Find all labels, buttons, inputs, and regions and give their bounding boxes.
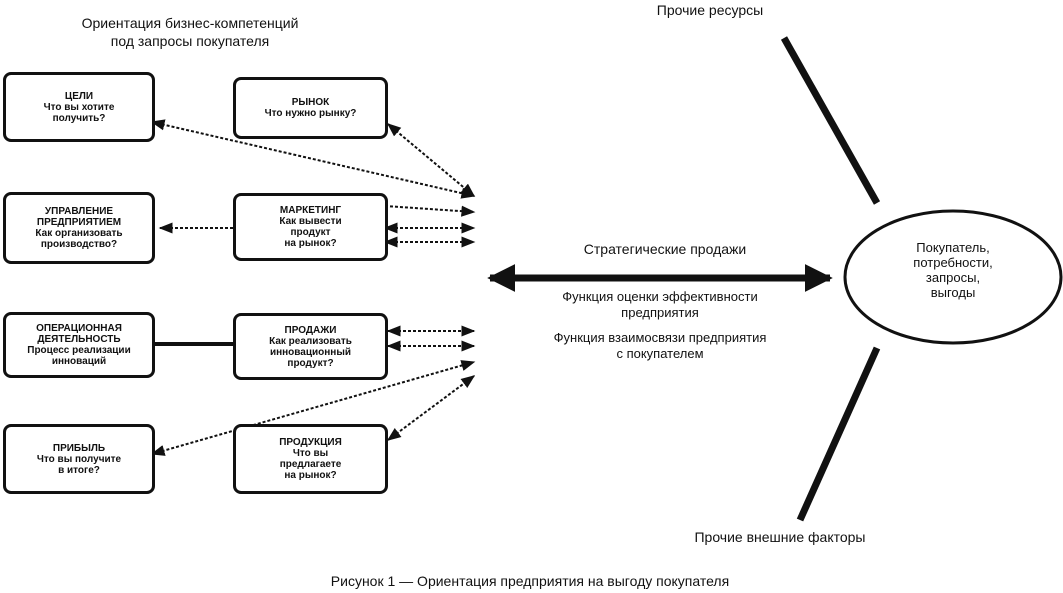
products-box: ПРОДУКЦИЯ Что вы предлагаете на рынок? <box>233 424 388 494</box>
function-efficiency-label: Функция оценки эффективности предприятия <box>562 289 758 320</box>
operations-text: ОПЕРАЦИОННАЯ ДЕЯТЕЛЬНОСТЬ Процесс реализ… <box>27 323 131 367</box>
figure-caption: Рисунок 1 — Ориентация предприятия на вы… <box>330 573 730 589</box>
operations-box: ОПЕРАЦИОННАЯ ДЕЯТЕЛЬНОСТЬ Процесс реализ… <box>3 312 155 378</box>
other-factors-label: Прочие внешние факторы <box>694 529 866 545</box>
profit-text: ПРИБЫЛЬ Что вы получите в итоге? <box>36 442 122 476</box>
strategic-sales-label: Стратегические продажи <box>583 241 747 257</box>
sales-box: ПРОДАЖИ Как реализовать инновационный пр… <box>233 313 388 380</box>
products-arrow <box>386 375 476 441</box>
profit-arrow <box>150 360 476 456</box>
management-box: УПРАВЛЕНИЕ ПРЕДПРИЯТИЕМ Как организовать… <box>3 192 155 264</box>
diagram-title: Ориентация бизнес-компетенций под запрос… <box>81 15 299 49</box>
other-resources-label: Прочие ресурсы <box>656 2 764 18</box>
market-arrow <box>386 123 476 197</box>
marketing-to-hub-1 <box>384 205 476 217</box>
function-interaction-label: Функция взаимосвязи предприятия с покупа… <box>553 330 767 361</box>
marketing-text: МАРКЕТИНГ Как вывести продукт на рынок? <box>279 205 342 249</box>
market-box: РЫНОК Что нужно рынку? <box>233 77 388 139</box>
sales-text: ПРОДАЖИ Как реализовать инновационный пр… <box>269 324 352 369</box>
resources-line <box>780 36 881 205</box>
products-text: ПРОДУКЦИЯ Что вы предлагаете на рынок? <box>279 437 342 481</box>
market-text: РЫНОК Что нужно рынку? <box>264 97 357 119</box>
profit-box: ПРИБЫЛЬ Что вы получите в итоге? <box>3 424 155 494</box>
management-text: УПРАВЛЕНИЕ ПРЕДПРИЯТИЕМ Как организовать… <box>35 206 123 250</box>
customer-label: Покупатель, потребности, запросы, выгоды <box>913 240 993 300</box>
marketing-box: МАРКЕТИНГ Как вывести продукт на рынок? <box>233 193 388 261</box>
goals-text: ЦЕЛИ Что вы хотите получить? <box>43 90 115 124</box>
goals-box: ЦЕЛИ Что вы хотите получить? <box>3 72 155 142</box>
factors-line <box>796 346 881 522</box>
customer-ellipse <box>843 209 1063 345</box>
